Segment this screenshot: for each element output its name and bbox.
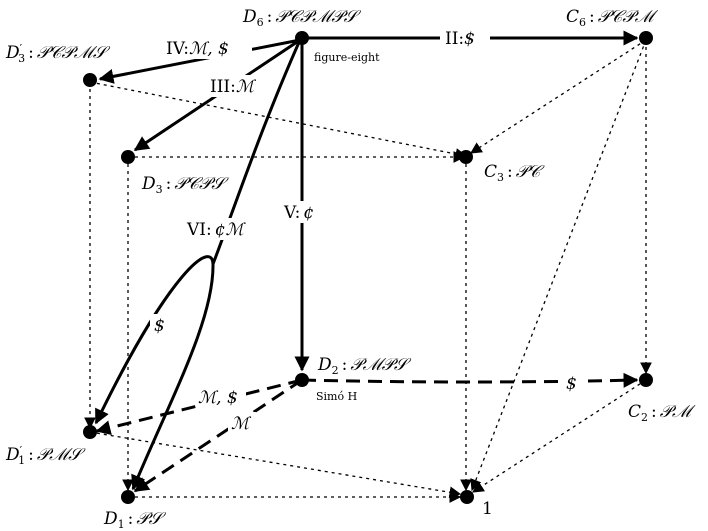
node-labels: D6:𝒫𝒞𝒫ℳ𝒫𝒮 C6:𝒫𝒞𝒫ℳ D′3:𝒫𝒞𝒫ℳ𝒮 D3:𝒫𝒞𝒫𝒮 C3:𝒫…: [5, 7, 696, 531]
edge-label-d2-d1: ℳ: [231, 414, 252, 434]
edge-d3p-c3: [89, 81, 468, 160]
node-c6: [639, 31, 653, 45]
edge-label-vi: VI:¢ℳ: [186, 220, 247, 240]
label-d6: D6:𝒫𝒞𝒫ℳ𝒫𝒮: [242, 7, 362, 29]
edge-label-iii: III:ℳ: [210, 77, 257, 97]
node-d3: [121, 150, 135, 164]
edge-label-iv: IV:ℳ, $: [166, 39, 229, 59]
node-d1: [121, 490, 135, 504]
edge-d2-d1: [133, 378, 303, 493]
label-c2: C2:𝒫ℳ: [628, 402, 696, 424]
annotation-figure-eight: figure-eight: [314, 51, 380, 64]
edge-d2-d1p: [95, 378, 303, 436]
edge-label-ii: II:$: [445, 29, 475, 49]
node-c3: [459, 150, 473, 164]
node-d1p: [83, 425, 97, 439]
dotted-edges: [84, 39, 652, 503]
label-d2: D2:𝒫ℳ𝒫𝒮: [317, 355, 412, 377]
label-c6: C6:𝒫𝒞𝒫ℳ: [566, 7, 659, 29]
label-c3: C3:𝒫𝒞: [484, 162, 545, 184]
node-d6: [295, 31, 309, 45]
label-one: 1: [482, 499, 493, 519]
nodes: [83, 31, 653, 504]
edge-label-loop-dollar: $: [154, 316, 165, 336]
edge-d2-c2: [301, 372, 639, 388]
label-d3p: D′3:𝒫𝒞𝒫ℳ𝒮: [5, 42, 111, 65]
label-d3: D3:𝒫𝒞𝒫𝒮: [141, 174, 229, 196]
solid-edges: [94, 30, 639, 491]
edge-label-v: V:¢: [283, 203, 314, 223]
edge-label-d2-c2: $: [566, 374, 577, 394]
edge-c6-c3: [470, 39, 647, 154]
node-d2: [295, 373, 309, 387]
node-one: [460, 490, 474, 504]
edge-c2-one: [472, 379, 647, 493]
label-d1: D1:𝒫𝒮: [103, 509, 167, 531]
edge-c6-one: [470, 39, 647, 492]
edge-vi-loop-return: [131, 263, 215, 491]
node-d3p: [83, 73, 97, 87]
annotations: figure-eight Simó H: [314, 51, 380, 403]
edge-labels: II:$ IV:ℳ, $ III:ℳ V:¢ VI:¢ℳ $ ℳ, $ ℳ $: [150, 27, 586, 434]
edge-iv-d6-d3p: [98, 38, 301, 84]
node-c2: [639, 373, 653, 387]
annotation-simo-h: Simó H: [316, 390, 357, 403]
dashed-edges: [95, 372, 639, 493]
edge-label-d2-d1p: ℳ, $: [198, 388, 238, 408]
label-d1p: D′1:𝒫ℳ𝒮: [5, 444, 86, 467]
